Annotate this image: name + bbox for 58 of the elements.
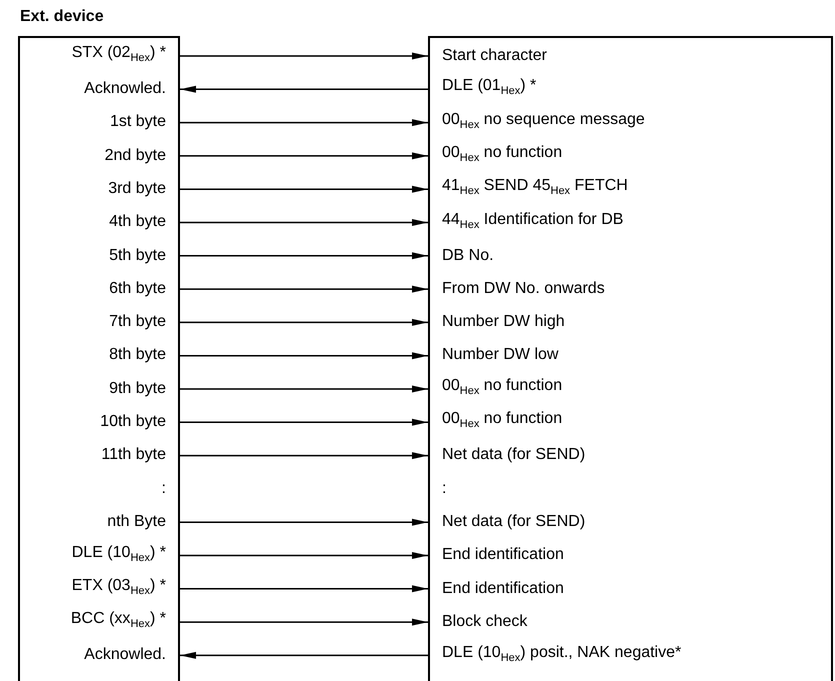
row-label: Net data (for SEND): [442, 445, 586, 466]
arrow: [180, 52, 428, 60]
row-label: nth Byte: [107, 512, 166, 532]
arrow: [180, 318, 428, 326]
row-label: 7th byte: [109, 312, 166, 332]
arrow: [180, 119, 428, 126]
row-label: 4th byte: [109, 212, 166, 232]
arrow: [180, 86, 428, 93]
row-label: 11th byte: [101, 445, 166, 466]
row-label: 9th byte: [109, 378, 166, 399]
row-label: 2nd byte: [104, 146, 166, 166]
row-label: Number DW low: [442, 345, 558, 366]
row-label: Block check: [442, 612, 528, 632]
row-label: DLE (01$_{Hex}$) *: [442, 76, 536, 100]
row-label: DLE (10$_{Hex}$) posit., NAK negative*: [442, 642, 682, 666]
row-label: 3rd byte: [108, 178, 166, 199]
row-label: Start character: [442, 46, 547, 66]
row-label: :: [162, 478, 166, 499]
arrow: [180, 552, 428, 559]
row-label: 00$_{Hex}$ no function: [442, 143, 562, 166]
arrow: [180, 219, 428, 226]
row-label: 44$_{Hex}$ Identification for DB: [442, 210, 624, 233]
row-label: 00$_{Hex}$ no function: [442, 409, 562, 433]
arrow: [180, 452, 428, 460]
row-label: End identification: [442, 545, 564, 566]
row-label: 00$_{Hex}$ no sequence message: [442, 110, 645, 133]
row-label: Acknowled.: [84, 645, 166, 666]
arrow: [180, 252, 428, 260]
row-label: 8th byte: [109, 345, 166, 366]
arrow: [180, 152, 428, 160]
row-label: :: [442, 478, 446, 499]
row-label: 41$_{Hex}$ SEND 45$_{Hex}$ FETCH: [442, 176, 628, 200]
row-label: DB No.: [442, 246, 494, 266]
arrow: [180, 186, 428, 193]
arrow: [180, 618, 428, 626]
row-label: STX (02$_{Hex}$) *: [72, 43, 166, 66]
row-label: Net data (for SEND): [442, 512, 586, 532]
row-label: 1st byte: [110, 112, 166, 132]
arrow: [180, 386, 428, 392]
arrow: [180, 652, 428, 659]
row-label: End identification: [442, 578, 564, 599]
row-label: Number DW high: [442, 312, 565, 332]
arrow: [180, 518, 428, 526]
arrow: [180, 286, 428, 293]
row-label: Acknowled.: [84, 79, 166, 100]
row-label: 6th byte: [109, 278, 166, 299]
row-label: 10th byte: [100, 412, 166, 432]
row-label: 5th byte: [109, 246, 166, 266]
arrow: [180, 352, 428, 360]
row-label: From DW No. onwards: [442, 278, 605, 299]
column-heading: Ext. device: [20, 8, 104, 26]
row-label: 00$_{Hex}$ no function: [442, 376, 562, 400]
column-frame: [428, 36, 833, 681]
row-label: DLE (10$_{Hex}$) *: [72, 542, 166, 566]
arrow: [180, 418, 428, 426]
arrow: [180, 585, 428, 592]
row-label: ETX (03$_{Hex}$) *: [72, 576, 166, 600]
row-label: BCC (xx$_{Hex}$) *: [70, 609, 166, 632]
